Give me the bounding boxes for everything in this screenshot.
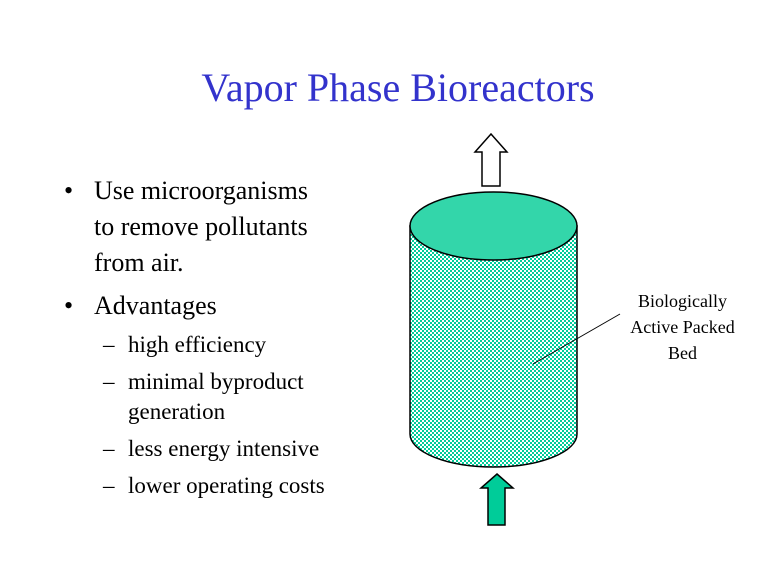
sub-bullet-marker: – (103, 369, 115, 394)
label-line: Biologically (638, 291, 727, 311)
sub-bullet-marker: – (103, 332, 115, 357)
sub-bullet-text: minimal byproduct (128, 369, 304, 394)
bullet-text: to remove pollutants (94, 212, 308, 241)
bullet-marker: • (64, 176, 74, 205)
sub-bullet-marker: – (103, 473, 115, 498)
bullet-marker: • (64, 291, 74, 320)
bullet-text: Advantages (94, 291, 217, 320)
sub-bullet-marker: – (103, 436, 115, 461)
slide-title: Vapor Phase Bioreactors (201, 65, 595, 110)
packed-bed-label: Biologically Active Packed Bed (610, 288, 755, 366)
bullet-text: Use microorganisms (94, 176, 308, 205)
label-leader-line (532, 313, 621, 365)
label-line: Bed (668, 343, 697, 363)
bullet-text: from air. (94, 248, 184, 277)
cylinder-top (409, 191, 578, 261)
packed-bed-cylinder (409, 225, 578, 468)
inlet-arrow (479, 473, 515, 526)
sub-bullet-text: high efficiency (128, 332, 267, 357)
sub-bullet-text: generation (128, 399, 226, 424)
sub-bullet-text: lower operating costs (128, 473, 325, 498)
label-line: Active Packed (630, 317, 735, 337)
sub-bullet-text: less energy intensive (128, 436, 320, 461)
outlet-arrow (473, 132, 509, 187)
